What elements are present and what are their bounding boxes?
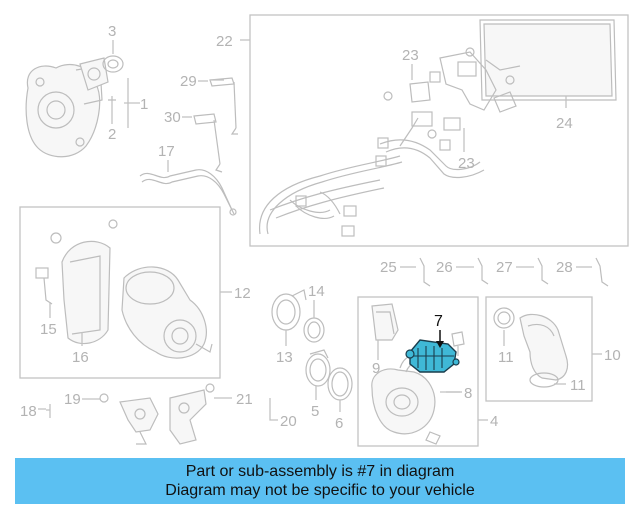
- box-22-coolant-lines: [240, 14, 629, 247]
- callout-1: 1: [140, 96, 148, 113]
- callout-13: 13: [276, 349, 293, 366]
- callout-24: 24: [556, 115, 573, 132]
- banner-line-2: Diagram may not be specific to your vehi…: [165, 482, 475, 499]
- callout-9: 9: [372, 360, 380, 377]
- callout-12: 12: [234, 285, 251, 302]
- banner-line-1: Part or sub-assembly is #7 in diagram: [185, 463, 455, 480]
- callout-15: 15: [40, 321, 57, 338]
- callout-labels: 1 2 3 4 5 6 7 8 9 10 11 11 12 13 14 15 1…: [20, 23, 621, 432]
- callout-11a: 11: [498, 349, 514, 366]
- callout-18: 18: [20, 403, 37, 420]
- turbo-housing-group: [25, 40, 140, 158]
- box-4-coolant-housing: [357, 296, 488, 447]
- clamps-group: [271, 289, 353, 412]
- callout-30: 30: [164, 109, 181, 126]
- sensors-25-28: [419, 257, 609, 287]
- callout-6: 6: [335, 415, 343, 432]
- callout-19: 19: [64, 391, 81, 408]
- callout-25: 25: [380, 259, 397, 276]
- callout-21: 21: [236, 391, 253, 408]
- callout-2: 2: [108, 126, 116, 143]
- callout-23b: 23: [458, 155, 475, 172]
- callout-28: 28: [556, 259, 573, 276]
- callout-7: 7: [434, 313, 443, 330]
- callout-22: 22: [216, 33, 233, 50]
- box-10-hoses: [485, 296, 602, 402]
- callout-8: 8: [464, 385, 472, 402]
- callout-16: 16: [72, 349, 89, 366]
- info-banner: Part or sub-assembly is #7 in diagram Di…: [15, 458, 625, 504]
- callout-29: 29: [180, 73, 197, 90]
- part-7-highlighted[interactable]: [405, 330, 460, 373]
- bracket-group-18-21: [46, 383, 278, 445]
- callout-23a: 23: [402, 47, 419, 64]
- callout-3: 3: [108, 23, 116, 40]
- callout-26: 26: [436, 259, 453, 276]
- callout-11b: 11: [570, 377, 586, 394]
- callout-20: 20: [280, 413, 297, 430]
- callout-14: 14: [308, 283, 325, 300]
- callout-27: 27: [496, 259, 513, 276]
- callout-leaders: [38, 80, 592, 410]
- callout-4: 4: [490, 413, 498, 430]
- box-12-turbocharger: [19, 206, 232, 379]
- callout-17: 17: [158, 143, 175, 160]
- callout-5: 5: [311, 403, 319, 420]
- callout-10: 10: [604, 347, 621, 364]
- sensors-group: [139, 77, 238, 216]
